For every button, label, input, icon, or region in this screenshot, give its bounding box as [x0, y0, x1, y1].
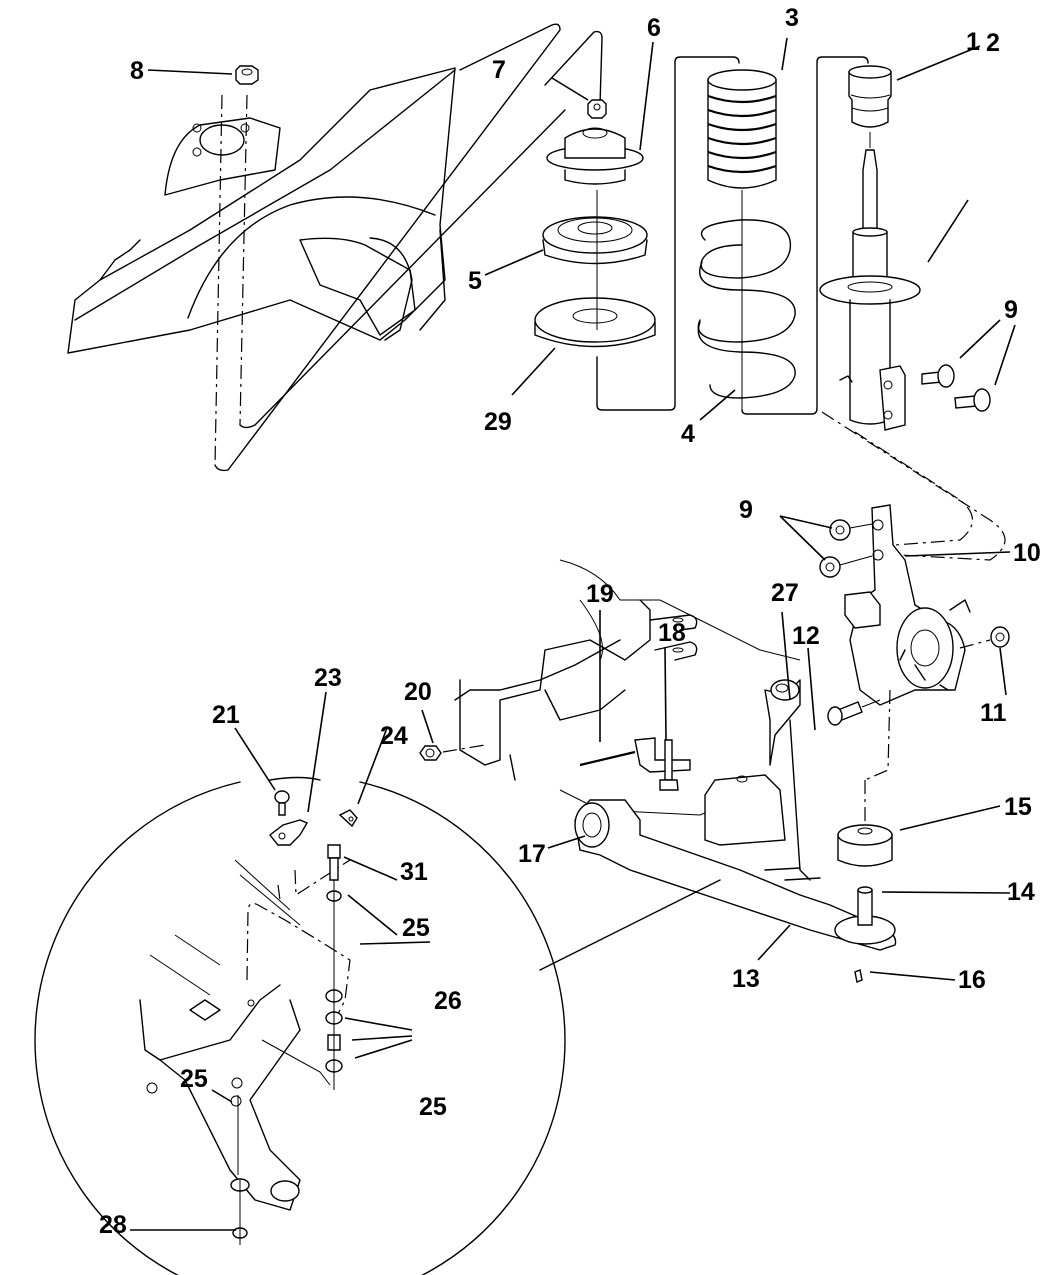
link-hardware-25[interactable] — [230, 880, 343, 1245]
callout-21-label: 21 — [212, 701, 240, 729]
fender-assembly — [67, 23, 566, 472]
callout-6-label: 6 — [647, 14, 661, 42]
callout-15-label: 15 — [1004, 793, 1032, 821]
strut-bolt-upper[interactable] — [921, 364, 955, 388]
knuckle-nut-9-lower[interactable] — [819, 556, 841, 578]
ball-joint-14[interactable] — [857, 886, 873, 926]
bolt-18[interactable] — [659, 739, 679, 791]
callout-19-label: 19 — [586, 580, 614, 608]
callout-26-label: 26 — [434, 987, 462, 1015]
callout-27-label: 27 — [771, 579, 799, 607]
bolt-12[interactable] — [827, 699, 881, 726]
callout-25a-label: 25 — [402, 914, 430, 942]
callout-16-label: 16 — [958, 966, 986, 994]
callout-9a-label: 9 — [1004, 296, 1018, 324]
lower-control-arm-13[interactable] — [574, 679, 897, 951]
callout-29-label: 29 — [484, 408, 512, 436]
callout-4-label: 4 — [681, 420, 695, 448]
callout-10-label: 10 — [1013, 539, 1041, 567]
callout-2-label: 2 — [986, 29, 1000, 57]
strut-bolt-lower[interactable] — [954, 388, 991, 412]
callout-28-label: 28 — [99, 1211, 127, 1239]
callout-9b-label: 9 — [739, 496, 753, 524]
bolt-21[interactable] — [274, 790, 290, 816]
steering-knuckle-10[interactable] — [844, 504, 971, 706]
bolt-19[interactable] — [579, 737, 691, 773]
callout-25b-label: 25 — [419, 1093, 447, 1121]
callout-12-label: 12 — [792, 622, 820, 650]
nut-20[interactable] — [419, 745, 442, 761]
knuckle-nut-9-upper[interactable] — [829, 519, 851, 541]
callout-23-label: 23 — [314, 664, 342, 692]
leader-lines — [130, 37, 1016, 1231]
cotter-pin-16[interactable] — [854, 969, 863, 983]
jounce-bumper-3[interactable] — [707, 69, 777, 189]
nut-8[interactable] — [235, 65, 259, 85]
bushing-15[interactable] — [837, 824, 893, 867]
callout-14-label: 14 — [1007, 878, 1035, 906]
callout-5-label: 5 — [468, 267, 482, 295]
coil-spring-4[interactable] — [697, 56, 869, 415]
callout-11-label: 11 — [980, 699, 1007, 727]
callout-7-label: 7 — [492, 56, 506, 84]
detail-circle — [34, 776, 721, 1275]
callout-24-label: 24 — [380, 722, 408, 750]
hub-nut-11[interactable] — [990, 626, 1010, 648]
callout-31-label: 31 — [400, 858, 428, 886]
bracket-23[interactable] — [269, 819, 309, 846]
callout-25c-label: 25 — [180, 1065, 208, 1093]
callout-3-label: 3 — [785, 4, 799, 32]
jounce-cap-2[interactable] — [848, 65, 892, 128]
callout-13-label: 13 — [732, 965, 760, 993]
bushing-24[interactable] — [338, 809, 358, 828]
callout-labels: 1 2 3 4 5 6 7 8 9 9 10 11 12 13 14 15 16… — [99, 4, 1041, 1239]
upper-mount-stack — [534, 30, 740, 411]
callout-8-label: 8 — [130, 57, 144, 85]
callout-1-label: 1 — [966, 28, 980, 56]
bolt-31[interactable] — [327, 844, 341, 881]
strut-1[interactable] — [819, 132, 921, 431]
callout-20-label: 20 — [404, 678, 432, 706]
callout-17-label: 17 — [518, 840, 546, 868]
callout-18-label: 18 — [658, 619, 686, 647]
